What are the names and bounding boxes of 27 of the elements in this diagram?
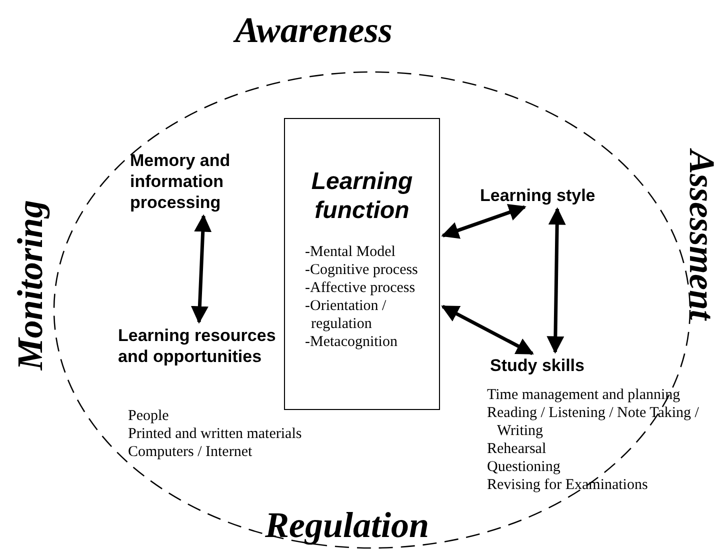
node-label: Learning style bbox=[480, 185, 635, 206]
list-item: Rehearsal bbox=[487, 440, 548, 458]
side-label: Assessment bbox=[682, 150, 716, 320]
side-label: Regulation bbox=[265, 505, 430, 545]
node-label: Learning resources and opportunities bbox=[118, 325, 278, 367]
process-box bbox=[284, 118, 440, 410]
double-arrow bbox=[441, 304, 534, 356]
list-item: -Metacognition bbox=[305, 333, 398, 351]
list-item: People bbox=[128, 407, 170, 425]
box-title: Learning function bbox=[310, 167, 414, 225]
double-arrow bbox=[190, 214, 212, 324]
list-item: Printed and written materials bbox=[128, 425, 303, 443]
list-item: Time management and planning bbox=[487, 386, 682, 404]
double-arrow bbox=[546, 207, 566, 354]
list-item: -Cognitive process bbox=[305, 261, 419, 279]
list-item: Questioning bbox=[487, 458, 562, 476]
list-item: Revising for Examinations bbox=[487, 476, 649, 494]
list-item: -Mental Model bbox=[305, 243, 396, 261]
list-item: -Affective process bbox=[305, 279, 416, 297]
node-label: Memory and information processing bbox=[130, 150, 280, 213]
list-item: Computers / Internet bbox=[128, 443, 254, 461]
side-label: Awareness bbox=[235, 10, 392, 50]
double-arrow bbox=[441, 204, 526, 239]
list-item: Reading / Listening / Note Taking / Writing bbox=[487, 404, 700, 440]
list-item: -Orientation / regulation bbox=[305, 297, 388, 333]
node-label: Study skills bbox=[490, 355, 620, 376]
side-label: Monitoring bbox=[10, 200, 50, 370]
